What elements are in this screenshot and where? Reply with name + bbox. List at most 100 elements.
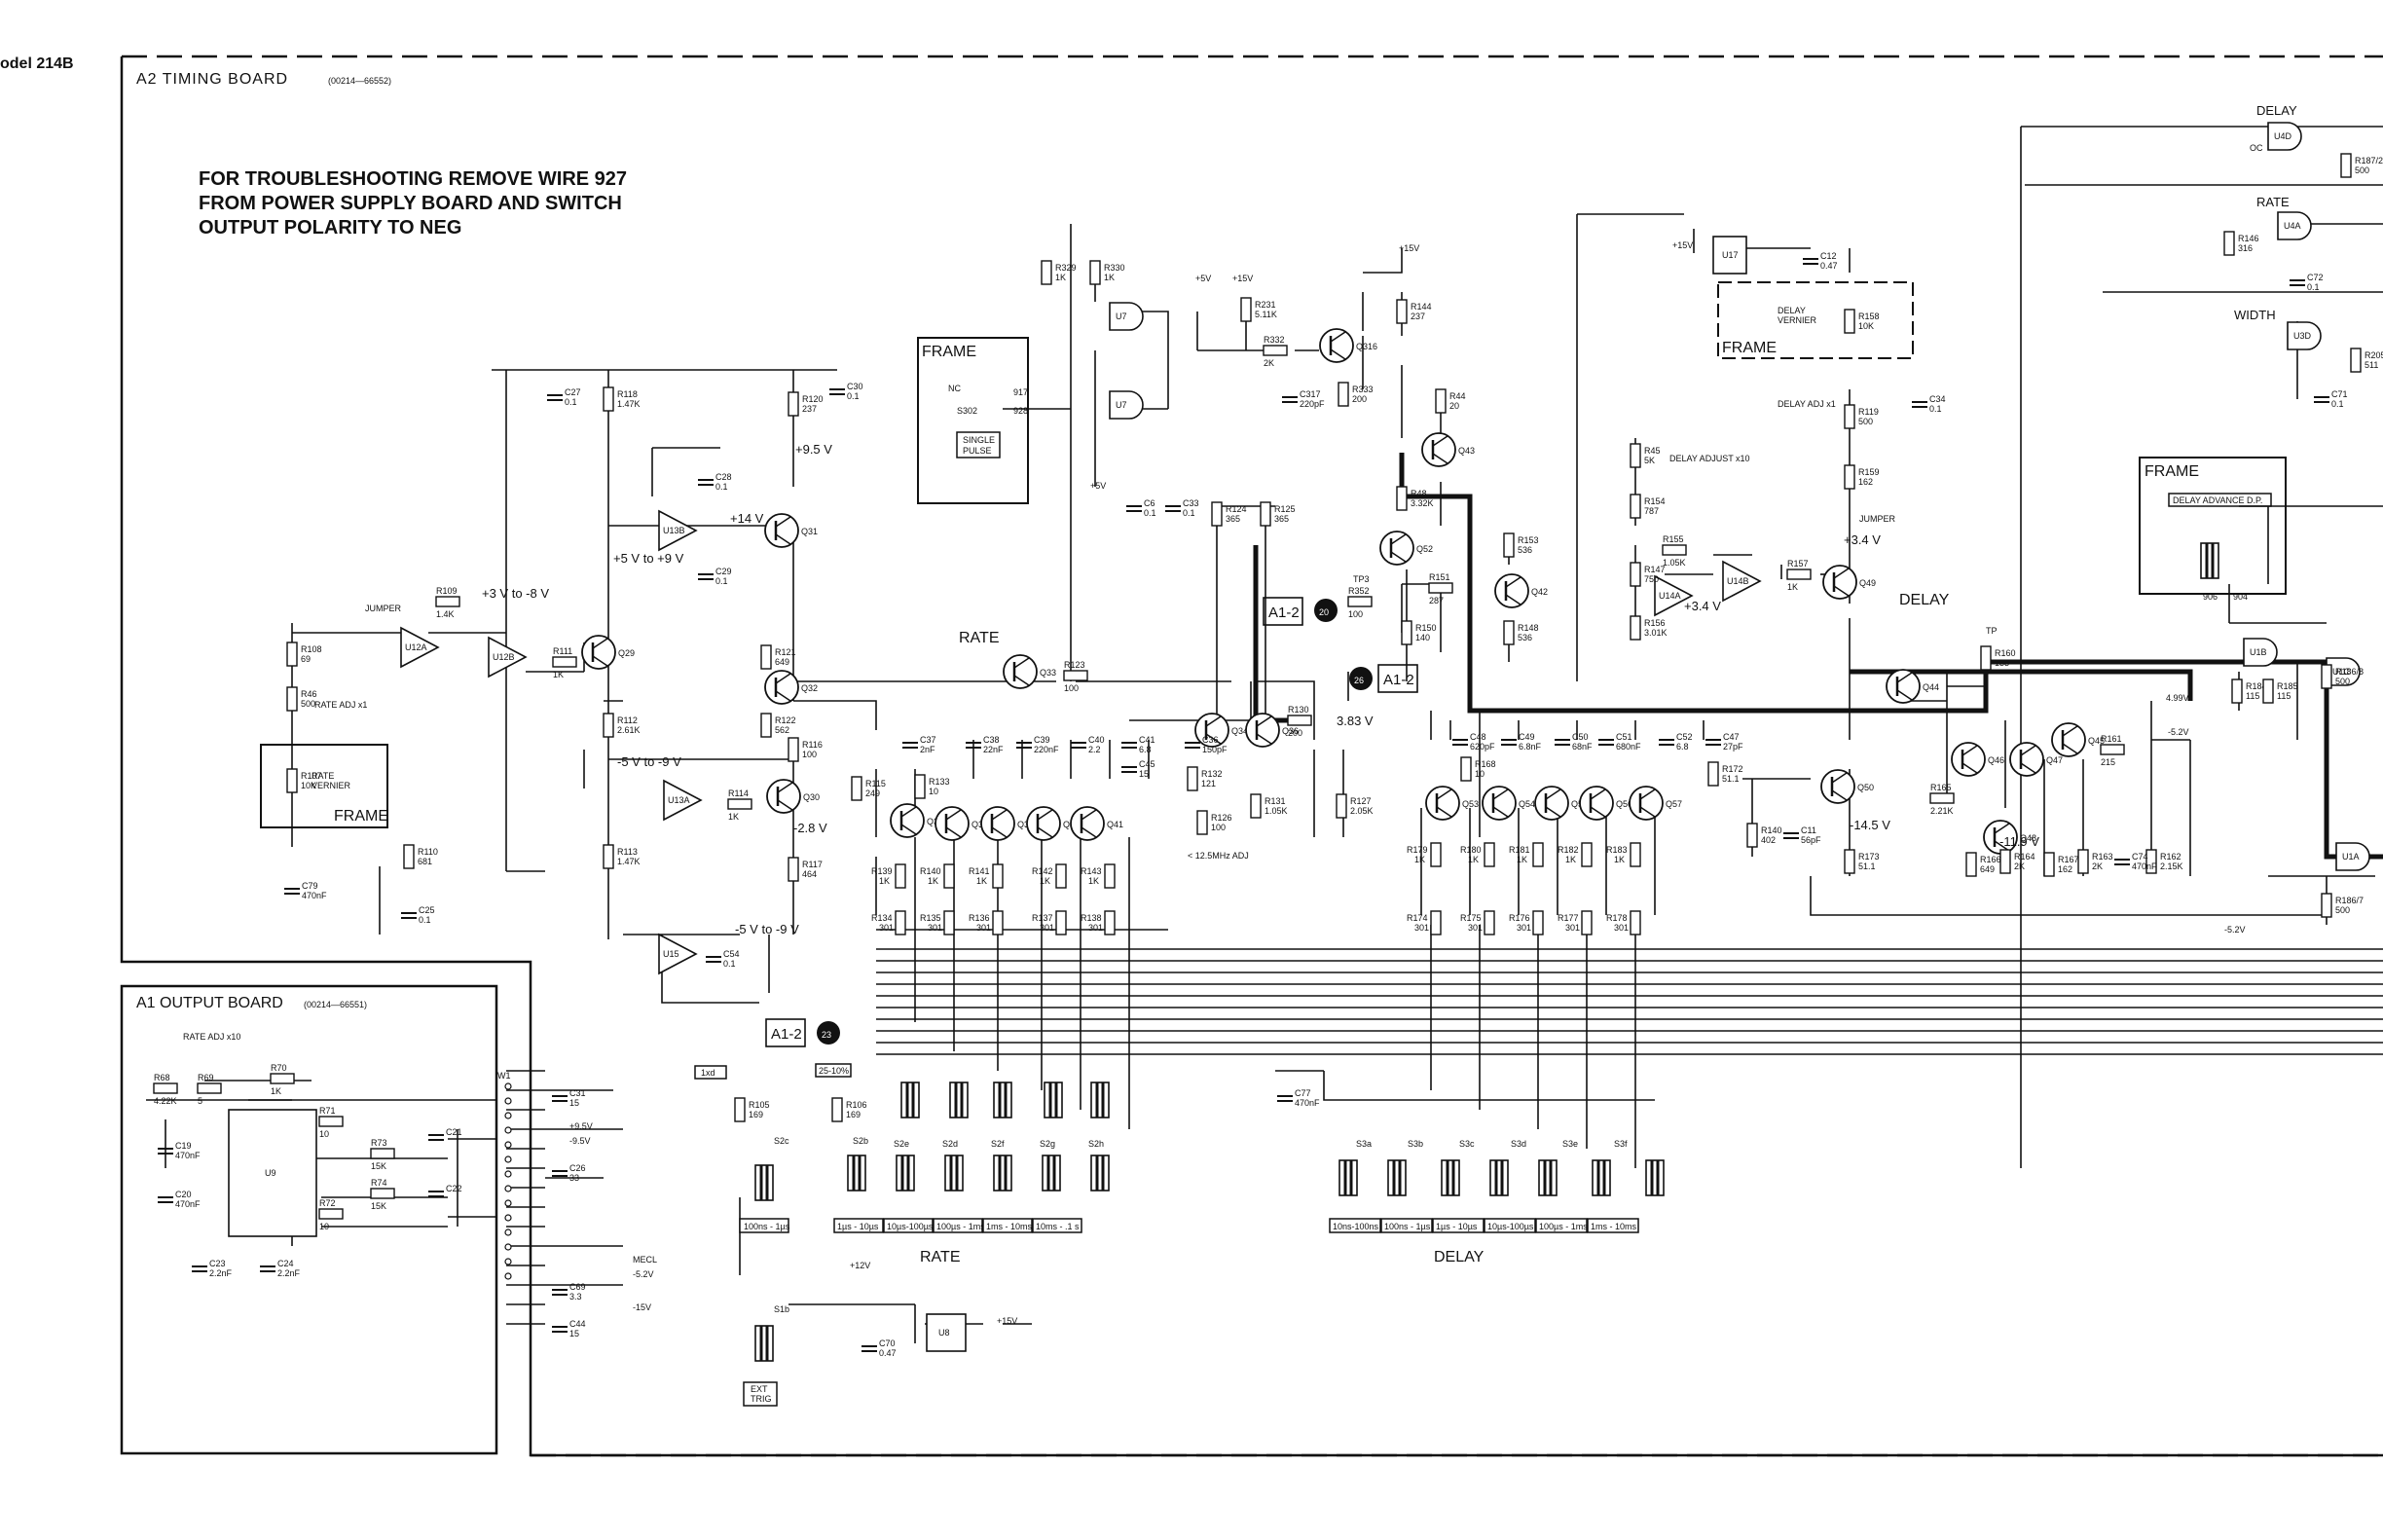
resistor-value: 10 — [319, 1129, 329, 1139]
resistor-ref: R155 — [1663, 534, 1684, 544]
resistor-body — [1980, 645, 1992, 671]
transistor-emitter — [592, 655, 608, 667]
capacitor-ref: C33 — [1183, 498, 1199, 508]
resistor-body — [286, 768, 298, 793]
delay-switch-1 — [1387, 1159, 1407, 1196]
resistor-ref: R132 — [1201, 769, 1223, 779]
resistor-value: 301 — [879, 923, 894, 933]
w1-label: W1 — [497, 1071, 511, 1081]
resistor-ref: R138 — [1081, 913, 1102, 923]
resistor-value: 5 — [198, 1096, 202, 1106]
resistor-body — [552, 656, 577, 668]
connector-pin — [504, 1185, 512, 1192]
transistor-emitter — [1037, 826, 1053, 838]
connector-pin — [504, 1170, 512, 1178]
wire — [793, 700, 877, 730]
resistor-body — [1786, 568, 1812, 580]
transistor-emitter — [2020, 762, 2036, 774]
resistor-ref: R105 — [749, 1100, 770, 1110]
resistor-body — [1263, 345, 1288, 356]
switch-body — [1645, 1159, 1665, 1196]
resistor-body — [1484, 842, 1495, 867]
delay-switch-6 — [1645, 1159, 1665, 1196]
capacitor-value: 0.1 — [1144, 508, 1156, 518]
transistor-collector — [1390, 533, 1407, 545]
rate-switch-ref: S2e — [894, 1139, 909, 1149]
transistor-collector — [945, 809, 962, 821]
transistor-body — [1482, 786, 1517, 821]
transistor-ref: Q49 — [1859, 578, 1876, 588]
transistor-emitter — [1961, 762, 1978, 774]
resistor-body — [403, 844, 415, 869]
capacitor-ref: C6 — [1144, 498, 1155, 508]
resistor-body — [318, 1208, 344, 1220]
resistor-body — [1844, 464, 1855, 490]
transistor-collector — [1205, 715, 1222, 727]
transistor-body — [1070, 806, 1105, 841]
switch-s1b: S1b — [774, 1304, 789, 1314]
delay-adj-label: DELAY ADJ x1 — [1778, 399, 1836, 409]
transistor-ref: Q53 — [1462, 799, 1479, 809]
a2-board-outline — [120, 56, 2383, 1457]
transistor-collector — [1436, 788, 1452, 800]
range-text: 10ns-100ns — [1333, 1222, 1379, 1231]
delay-switch-0 — [1338, 1159, 1358, 1196]
delay-switch-ref: S3f — [1614, 1139, 1628, 1149]
resistor-body — [895, 910, 906, 935]
transistor-body — [1579, 786, 1614, 821]
capacitor-value: 0.1 — [565, 397, 577, 407]
supply-plus5-cr216: +5V — [1195, 274, 1211, 283]
capacitor-ref: C50 — [1572, 732, 1589, 742]
resistor-value: 10K — [1858, 321, 1874, 331]
capacitor-ref: C51 — [1616, 732, 1632, 742]
resistor-value: 237 — [1411, 312, 1425, 321]
resistor-body — [2223, 231, 2235, 256]
transistor-body — [766, 779, 801, 814]
capacitor-value: 220pF — [1300, 399, 1325, 409]
resistor-value: 1K — [1055, 273, 1066, 282]
voltage-vr3: 4.99V — [2166, 693, 2189, 703]
resistor-ref: R106 — [846, 1100, 867, 1110]
rate-switch-label: RATE — [920, 1249, 960, 1265]
transistor-collector — [1896, 672, 1913, 683]
gate-symbol — [2287, 321, 2322, 350]
delay-switch-ref: S3b — [1408, 1139, 1423, 1149]
resistor-ref: R157 — [1787, 559, 1809, 568]
resistor-body — [603, 713, 614, 738]
frame-single-pulse — [917, 337, 1029, 504]
capacitor-ref: C41 — [1139, 735, 1155, 745]
switch-body — [1592, 1159, 1611, 1196]
transistor-ref: Q29 — [618, 648, 635, 658]
resistor-ref: R112 — [617, 715, 638, 725]
resistor-body — [603, 386, 614, 412]
range-box — [833, 1218, 884, 1233]
a1-board-part: (00214—66551) — [304, 1000, 367, 1009]
resistor-body — [2321, 893, 2332, 918]
resistor-ref: R143 — [1081, 866, 1102, 876]
resistor-body — [1503, 620, 1515, 645]
transistor-body — [1822, 565, 1857, 600]
capacitor-value: 0.1 — [2331, 399, 2344, 409]
transistor-body — [1886, 669, 1921, 704]
resistor-value: 51.1 — [1858, 862, 1876, 871]
resistor-body — [1965, 852, 1977, 877]
node-906: 906 — [2203, 592, 2218, 602]
delay-switch-ref: S3c — [1459, 1139, 1475, 1149]
frame-label-3: FRAME — [2145, 463, 2199, 480]
transistor-ref: Q41 — [1107, 820, 1123, 829]
flag-ref-20: 20 — [1319, 607, 1329, 617]
transistor-body — [1951, 742, 1986, 777]
